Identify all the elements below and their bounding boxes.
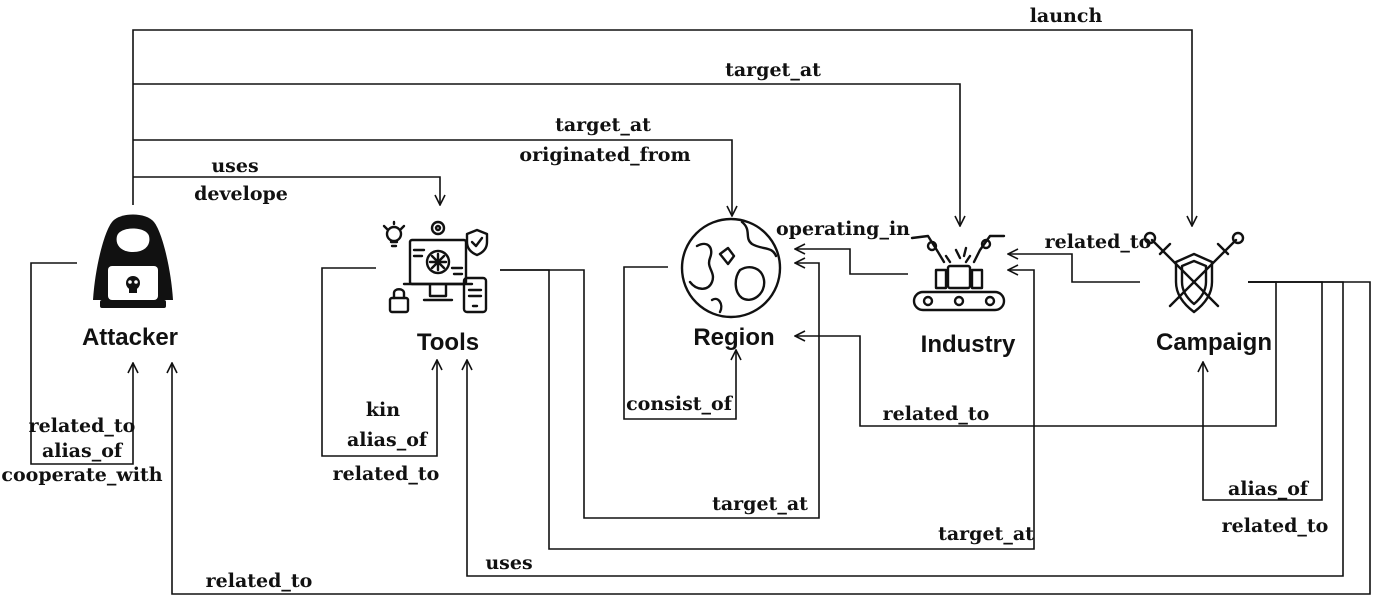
label-industry-region: operating_in [776, 218, 910, 240]
label-campaign-self-2: related_to [1222, 515, 1329, 537]
edge-campaign-self [1203, 282, 1322, 500]
label-attacker-region-2: originated_from [519, 144, 690, 166]
tools-node: Tools [384, 222, 487, 356]
label-tools-self-1: kin [366, 399, 400, 421]
edge-tools-region [500, 263, 819, 518]
label-attacker-self-3: cooperate_with [1, 464, 162, 486]
label-campaign-self-1: alias_of [1228, 478, 1310, 500]
tools-label: Tools [417, 329, 479, 356]
label-attacker-tools-1: uses [211, 155, 258, 177]
label-attacker-self-2: alias_of [42, 440, 124, 462]
label-campaign-region: related_to [883, 403, 990, 425]
region-node: Region [682, 219, 780, 351]
label-attacker-self-1: related_to [29, 415, 136, 437]
edge-campaign-industry [1008, 254, 1140, 282]
hacker-icon [93, 215, 173, 309]
label-campaign-tools: uses [485, 552, 532, 574]
label-campaign-industry: related_to [1045, 231, 1152, 253]
label-tools-self-2: alias_of [347, 429, 429, 451]
campaign-label: Campaign [1156, 329, 1272, 356]
edge-campaign-tools [467, 282, 1343, 576]
label-attacker-tools-2: develope [194, 183, 288, 205]
factory-robot-icon [912, 236, 1004, 310]
attacker-node: Attacker [82, 215, 178, 352]
shield-swords-icon [1145, 233, 1243, 312]
label-tools-self-3: related_to [333, 463, 440, 485]
label-launch: launch [1030, 5, 1103, 27]
edge-attacker-campaign-launch [133, 30, 1192, 226]
label-tools-region: target_at [712, 493, 808, 515]
region-label: Region [693, 324, 774, 351]
label-region-self: consist_of [626, 393, 734, 415]
industry-label: Industry [921, 331, 1016, 358]
label-campaign-attacker: related_to [206, 570, 313, 592]
edge-industry-region [795, 249, 908, 274]
edge-tools-self [322, 268, 437, 456]
campaign-node: Campaign [1145, 233, 1272, 356]
globe-icon [682, 219, 780, 317]
label-attacker-region-1: target_at [555, 114, 651, 136]
attacker-label: Attacker [82, 324, 178, 351]
label-tools-industry: target_at [938, 523, 1034, 545]
tools-icon [384, 222, 487, 312]
label-attacker-industry: target_at [725, 59, 821, 81]
industry-node: Industry [912, 236, 1016, 358]
